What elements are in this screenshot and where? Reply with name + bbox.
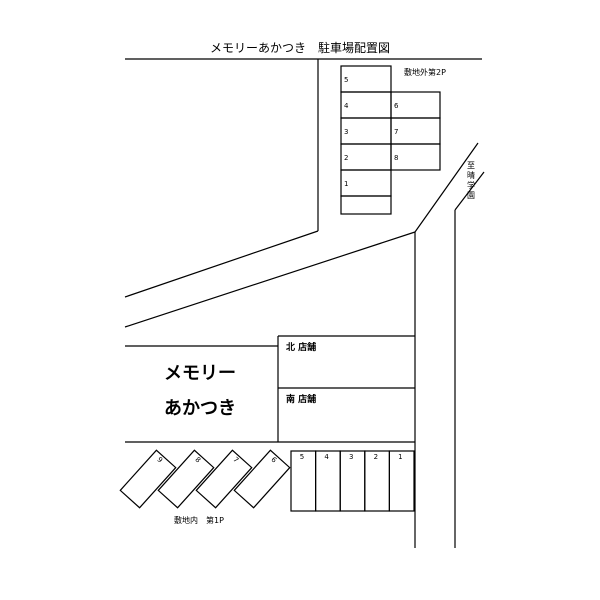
parking-space-number: 5 <box>300 453 304 461</box>
parking-space-number: 5 <box>344 76 348 84</box>
off-site-lot-label: 敷地外第2P <box>404 67 446 77</box>
school-direction-label: 至晴学園 <box>467 161 475 200</box>
parking-space-number: 8 <box>193 456 202 465</box>
parking-space-number: 2 <box>374 453 378 461</box>
parking-space-number: 3 <box>344 128 348 136</box>
road-edge-diagonal-lower <box>124 231 416 328</box>
north-shop-label: 北 店舗 <box>286 341 316 353</box>
parking-space-number: 7 <box>231 456 240 465</box>
parking-space-number: 3 <box>349 453 353 461</box>
parking-space-1 <box>388 450 415 512</box>
road-edge-ne-right <box>454 171 485 211</box>
parking-space-number: 7 <box>394 128 398 136</box>
parking-space-number: 6 <box>394 102 399 110</box>
parking-space-number: 1 <box>344 180 348 188</box>
on-site-parking-lot: 5 4 3 2 1 9 8 7 6 <box>119 449 415 512</box>
south-shop-label: 南 店舗 <box>286 393 316 405</box>
building-name-line2: あかつき <box>164 398 236 419</box>
parking-space-1 <box>340 169 392 197</box>
parking-space-number: 1 <box>398 453 402 461</box>
parking-space-5 <box>340 65 392 93</box>
parking-space-number: 4 <box>344 102 349 110</box>
parking-space-number: 9 <box>155 456 164 465</box>
svg-text:至晴学園: 至晴学園 <box>467 161 475 200</box>
parking-space-3 <box>340 117 392 145</box>
parking-space-8 <box>390 143 441 171</box>
parking-space-2 <box>340 143 392 171</box>
off-site-parking-lot: 5 4 3 2 1 6 7 8 <box>340 65 441 215</box>
parking-space-number: 8 <box>394 154 398 162</box>
parking-space-6: 6 <box>233 449 291 509</box>
off-site-lot-apron <box>340 195 392 215</box>
parking-space-number: 4 <box>324 453 329 461</box>
parking-space-8: 8 <box>157 449 215 509</box>
parking-space-number: 2 <box>344 154 348 162</box>
on-site-lot-label: 敷地内 第1P <box>174 515 224 525</box>
road-edge-ne-left <box>414 142 479 233</box>
diagram-title: メモリーあかつき 駐車場配置図 <box>210 40 390 55</box>
parking-space-7: 7 <box>195 449 253 509</box>
parking-space-4 <box>340 91 392 119</box>
parking-space-9: 9 <box>119 449 177 509</box>
building-name-line1: メモリー <box>164 363 236 384</box>
road-edge-diagonal-upper <box>124 230 319 298</box>
parking-space-number: 6 <box>269 456 278 465</box>
